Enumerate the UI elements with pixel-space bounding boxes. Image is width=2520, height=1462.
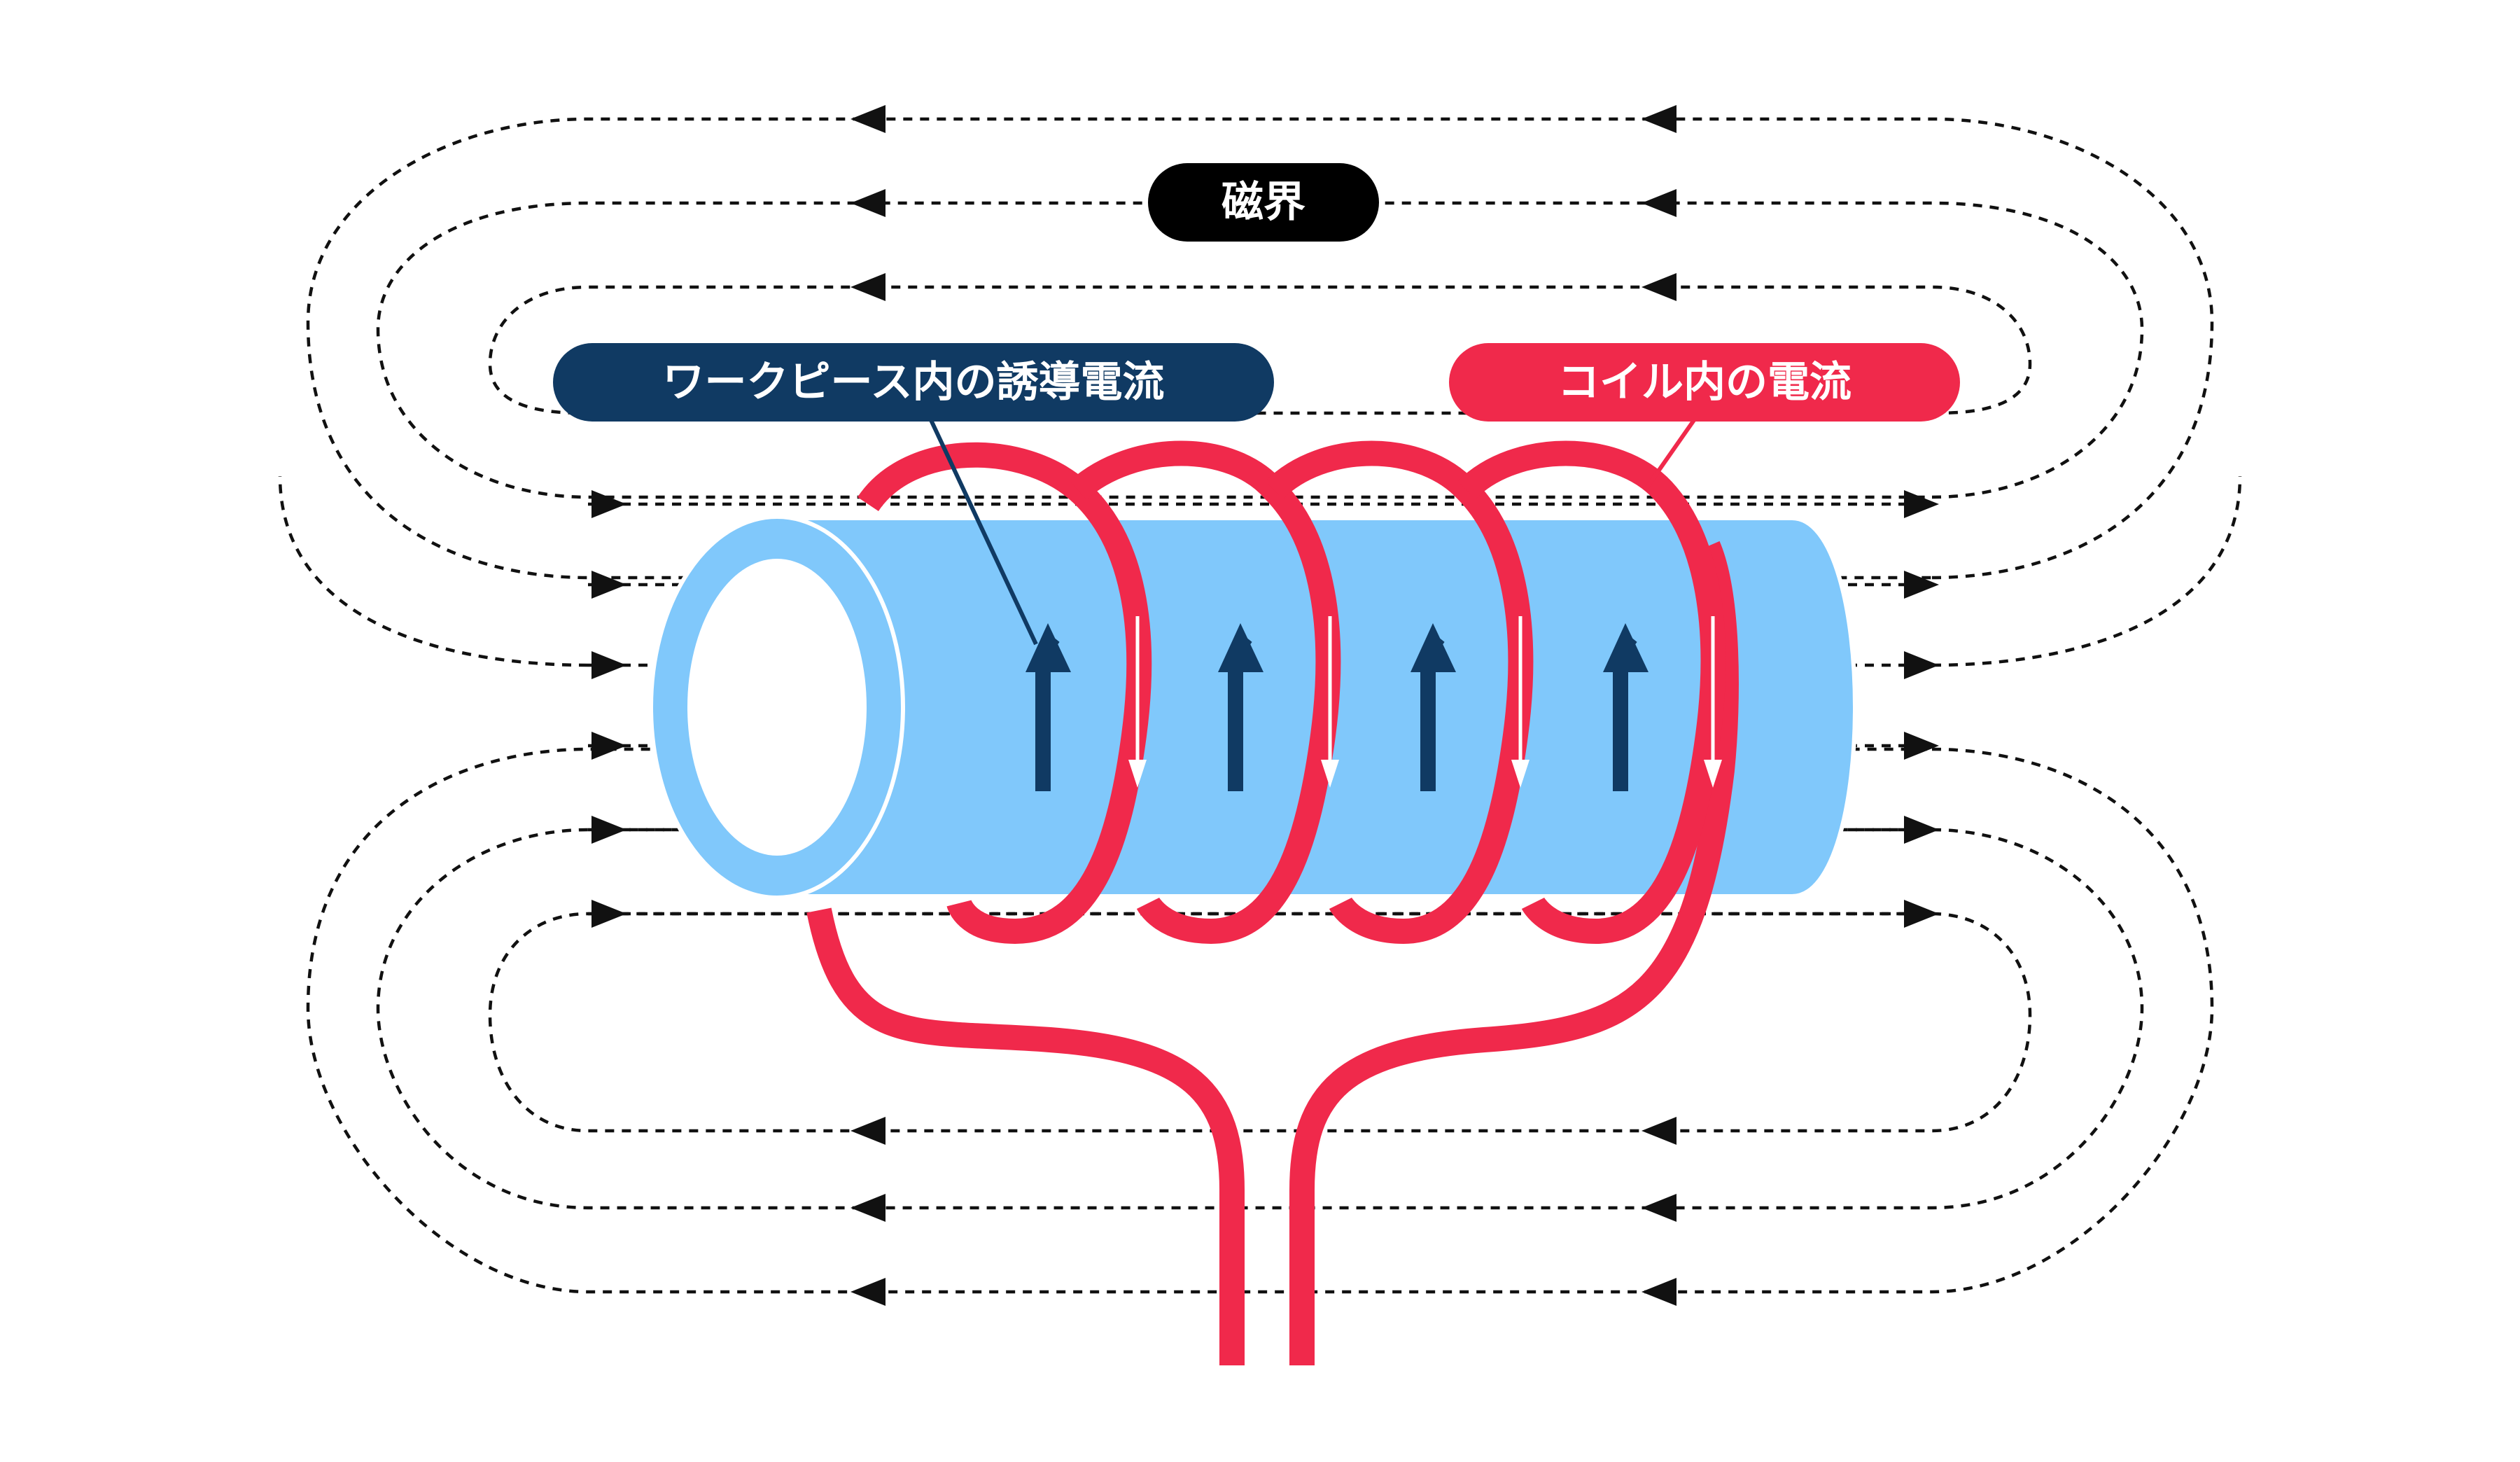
field-arrow-icon [1642,189,1676,217]
coil-lead-left [806,907,1245,1365]
field-arrow-icon [592,571,626,599]
induced-current-arrow-1 [1026,623,1071,791]
field-arrow-icon [850,1117,886,1145]
field-arrow-icon [1904,900,1939,928]
coil-current-label-text: コイル内の電流 [1558,358,1851,407]
workpiece-tube [649,515,1857,900]
field-arrow-icon [592,900,626,928]
coil-current-arrows [1128,616,1722,788]
field-arrowheads [592,105,1939,1306]
field-arrow-icon [592,732,626,760]
field-arrow-icon [1904,651,1939,679]
field-line-top-1 [306,117,2214,580]
field-arrow-icon [1904,490,1939,518]
field-arrow-icon [1904,571,1939,599]
coil-current-label: コイル内の電流 [1449,343,1960,492]
field-arrow-icon [850,1194,886,1222]
field-line-bottom-2 [376,828,2144,1210]
magnetic-field-label: 磁界 [1148,163,1379,242]
field-arrow-icon [592,651,626,679]
induced-current-arrow-2 [1218,623,1264,791]
field-arrow-icon [1642,1194,1676,1222]
coil-turn-2 [1070,440,1341,944]
workpiece-inner-hole [687,559,867,856]
field-arrow-icon [850,189,886,217]
induced-current-arrow-3 [1410,623,1456,791]
field-arrow-icon [1642,105,1676,133]
field-line-bottom-3 [488,912,2032,1133]
field-arrow-icon [1904,816,1939,844]
field-arrow-icon [592,816,626,844]
field-line-top-3 [488,285,2032,415]
field-arrow-icon [850,1278,886,1306]
coil-current-leader-line [1643,419,1696,492]
field-arrow-icon [592,490,626,518]
coil-lead-right [1289,541,1739,1365]
field-line-top-4b [278,475,589,667]
field-arrow-icon [1904,732,1939,760]
field-line-top-2 [376,201,2144,499]
coil-arrow-1 [1128,616,1147,788]
induced-current-label: ワークピース内の誘導電流 [553,343,1274,646]
magnetic-field-label-text: 磁界 [1222,178,1306,227]
field-arrow-icon [850,105,886,133]
field-arrow-icon [1642,1278,1676,1306]
induced-current-leader-line [929,419,1038,646]
coil-arrow-4 [1704,616,1722,788]
field-line-bottom-1 [306,747,2214,1294]
field-arrow-icon [850,273,886,301]
coil-arrow-2 [1321,616,1339,788]
field-line-top-4 [1931,475,2242,667]
field-arrow-icon [1642,1117,1676,1145]
induced-current-label-text: ワークピース内の誘導電流 [663,358,1165,407]
induced-current-arrow-4 [1603,623,1648,791]
field-arrow-icon [1642,273,1676,301]
coil-arrow-3 [1511,616,1530,788]
induced-current-arrows [1026,623,1648,791]
